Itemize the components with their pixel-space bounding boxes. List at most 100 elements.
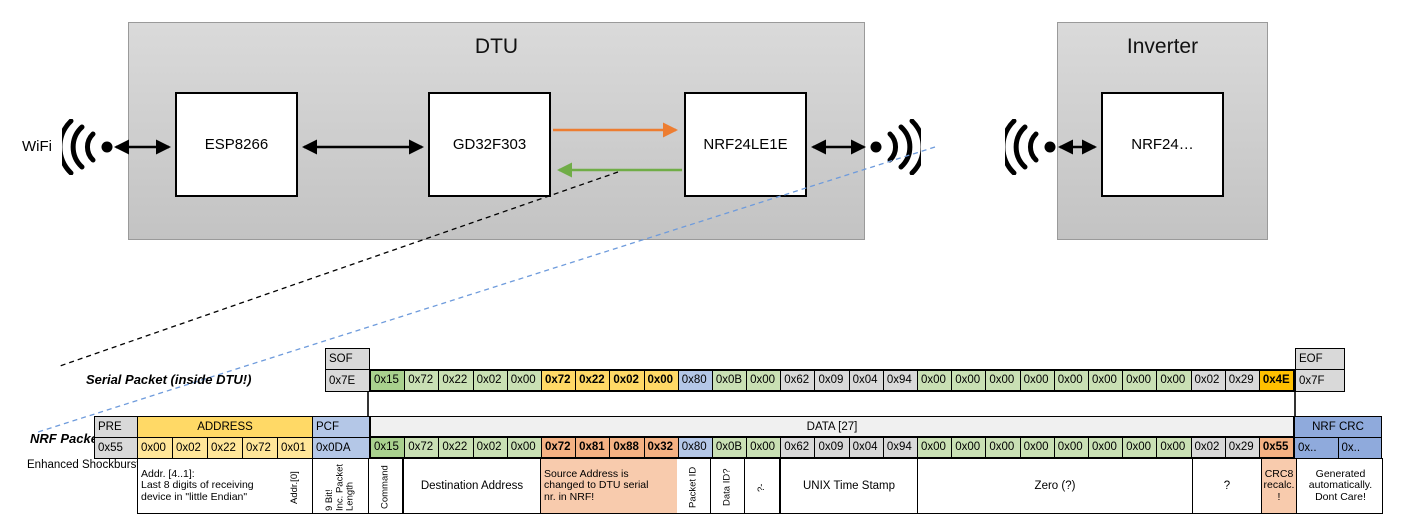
pcf-value: 0x0DA <box>312 437 370 459</box>
nrf-byte-cell: 0x09 <box>814 438 849 457</box>
nrf24le1e-box: NRF24LE1E <box>684 92 807 197</box>
serial-byte-cell: 0x0B <box>711 371 747 390</box>
esp8266-box: ESP8266 <box>175 92 298 197</box>
sof-header: SOF <box>325 348 370 370</box>
data-header: DATA [27] <box>369 416 1295 438</box>
nrf-address-cell: 0x72 <box>242 438 277 458</box>
sof-value: 0x7E <box>325 370 370 392</box>
wifi-label: WiFi <box>22 138 52 155</box>
serial-byte-cell: 0x09 <box>814 371 849 390</box>
serial-byte-cell: 0x94 <box>882 371 917 390</box>
serial-byte-cell: 0x22 <box>438 371 473 390</box>
annotation-cell: Source Address is changed to DTU serial … <box>540 459 677 513</box>
serial-byte-cell: 0x00 <box>951 371 986 390</box>
esp8266-label: ESP8266 <box>204 136 269 153</box>
nrf-byte-cell: 0x81 <box>575 438 610 457</box>
nrf-byte-cell: 0x00 <box>951 438 986 457</box>
serial-sof-block: SOF 0x7E <box>325 348 370 392</box>
annotation-cell: ?- <box>745 459 780 513</box>
annotation-cell: Addr. [4..1]: Last 8 digits of receiving… <box>141 468 254 503</box>
inverter-container: Inverter <box>1057 22 1268 240</box>
inverter-title: Inverter <box>1126 35 1199 58</box>
enhanced-shockburst-label: Enhanced Shockburst <box>27 459 140 471</box>
inverter-nrf24-label: NRF24… <box>1131 136 1194 153</box>
nrf-address-cell: 0x02 <box>172 438 207 458</box>
nrf-crc-cell: 0x.. <box>1337 438 1381 458</box>
dtu-title: DTU <box>474 35 519 58</box>
nrf-byte-cell: 0x72 <box>540 438 576 457</box>
annotation-cell: CRC8 recalc. ! <box>1261 459 1296 513</box>
nrf-byte-cell: 0x00 <box>1156 438 1191 457</box>
serial-byte-cell: 0x72 <box>404 371 439 390</box>
nrf-byte-cell: 0x80 <box>677 438 712 457</box>
nrf-byte-cell: 0x62 <box>780 438 815 457</box>
serial-byte-cell: 0x00 <box>1053 371 1088 390</box>
nrf-byte-cell: 0x02 <box>1190 438 1225 457</box>
nrf-byte-cell: 0x88 <box>609 438 644 457</box>
serial-byte-cell: 0x00 <box>506 371 541 390</box>
serial-byte-cell: 0x00 <box>1087 371 1123 390</box>
nrf24le1e-label: NRF24LE1E <box>703 136 788 153</box>
pre-value: 0x55 <box>94 437 138 459</box>
gd32f303-box: GD32F303 <box>428 92 551 197</box>
annotation-cell: Addr.[0] <box>278 459 313 513</box>
serial-packet-label: Serial Packet (inside DTU!) <box>86 372 252 387</box>
pcf-header: PCF <box>312 416 370 438</box>
serial-byte-cell: 0x62 <box>780 371 815 390</box>
serial-byte-cell: 0x29 <box>1224 371 1259 390</box>
nrf-byte-cell: 0x94 <box>882 438 917 457</box>
serial-byte-cell: 0x00 <box>1156 371 1191 390</box>
serial-byte-cell: 0x4E <box>1258 371 1294 390</box>
wifi-icon <box>57 118 114 180</box>
nrf-byte-cell: 0x00 <box>1053 438 1088 457</box>
serial-byte-cell: 0x80 <box>677 371 712 390</box>
gd32f303-label: GD32F303 <box>452 136 527 153</box>
serial-byte-cell: 0x00 <box>1122 371 1157 390</box>
nrf-address-cell: 0x22 <box>207 438 242 458</box>
serial-byte-cell: 0x15 <box>371 371 405 390</box>
wifi-icon <box>1000 118 1057 180</box>
nrf-byte-cell: 0x22 <box>438 438 473 457</box>
nrf-crc-header: NRF CRC <box>1294 416 1382 438</box>
nrf-byte-cell: 0x15 <box>371 438 405 457</box>
nrf-byte-cell: 0x0B <box>711 438 747 457</box>
annotation-cell: ? <box>1192 459 1261 513</box>
serial-byte-cell: 0x04 <box>848 371 883 390</box>
nrf-annotation-row: Addr. [4..1]: Last 8 digits of receiving… <box>137 458 1383 514</box>
eof-value: 0x7F <box>1295 370 1345 392</box>
nrf-byte-cell: 0x00 <box>1122 438 1157 457</box>
eof-header: EOF <box>1295 348 1345 370</box>
serial-byte-cell: 0x00 <box>985 371 1020 390</box>
serial-byte-cell: 0x00 <box>917 371 952 390</box>
annotation-cell: 9 Bit! Inc. Packet Length <box>313 459 369 513</box>
nrf-byte-cell: 0x29 <box>1224 438 1259 457</box>
serial-byte-cell: 0x02 <box>1190 371 1225 390</box>
wifi-icon <box>869 118 926 180</box>
annotation-cell: Packet ID <box>677 459 711 513</box>
nrf-address-cell: 0x01 <box>277 438 312 458</box>
nrf-byte-cell: 0x00 <box>1087 438 1123 457</box>
nrf-byte-cell: 0x55 <box>1258 438 1294 457</box>
nrf-byte-cell: 0x02 <box>472 438 507 457</box>
nrf-address-cell: 0x00 <box>138 438 172 458</box>
pre-header: PRE <box>94 416 138 438</box>
inverter-nrf24-box: NRF24… <box>1101 92 1224 197</box>
serial-byte-cell: 0x02 <box>472 371 507 390</box>
annotation-cell: Generated automatically. Dont Care! <box>1296 459 1384 513</box>
nrf-crc-cell: 0x.. <box>1295 438 1338 458</box>
serial-byte-cell: 0x02 <box>609 371 644 390</box>
address-header: ADDRESS <box>137 416 313 438</box>
nrf-byte-cell: 0x00 <box>506 438 541 457</box>
nrf-byte-cell: 0x00 <box>746 438 781 457</box>
annotation-cell: Zero (?) <box>917 459 1192 513</box>
nrf-byte-cell: 0x00 <box>917 438 952 457</box>
nrf-byte-cell: 0x00 <box>1019 438 1054 457</box>
nrf-crc-row: 0x..0x.. <box>1294 437 1382 459</box>
nrf-byte-cell: 0x00 <box>985 438 1020 457</box>
annotation-cell: Destination Address <box>403 459 540 513</box>
serial-byte-cell: 0x00 <box>746 371 781 390</box>
